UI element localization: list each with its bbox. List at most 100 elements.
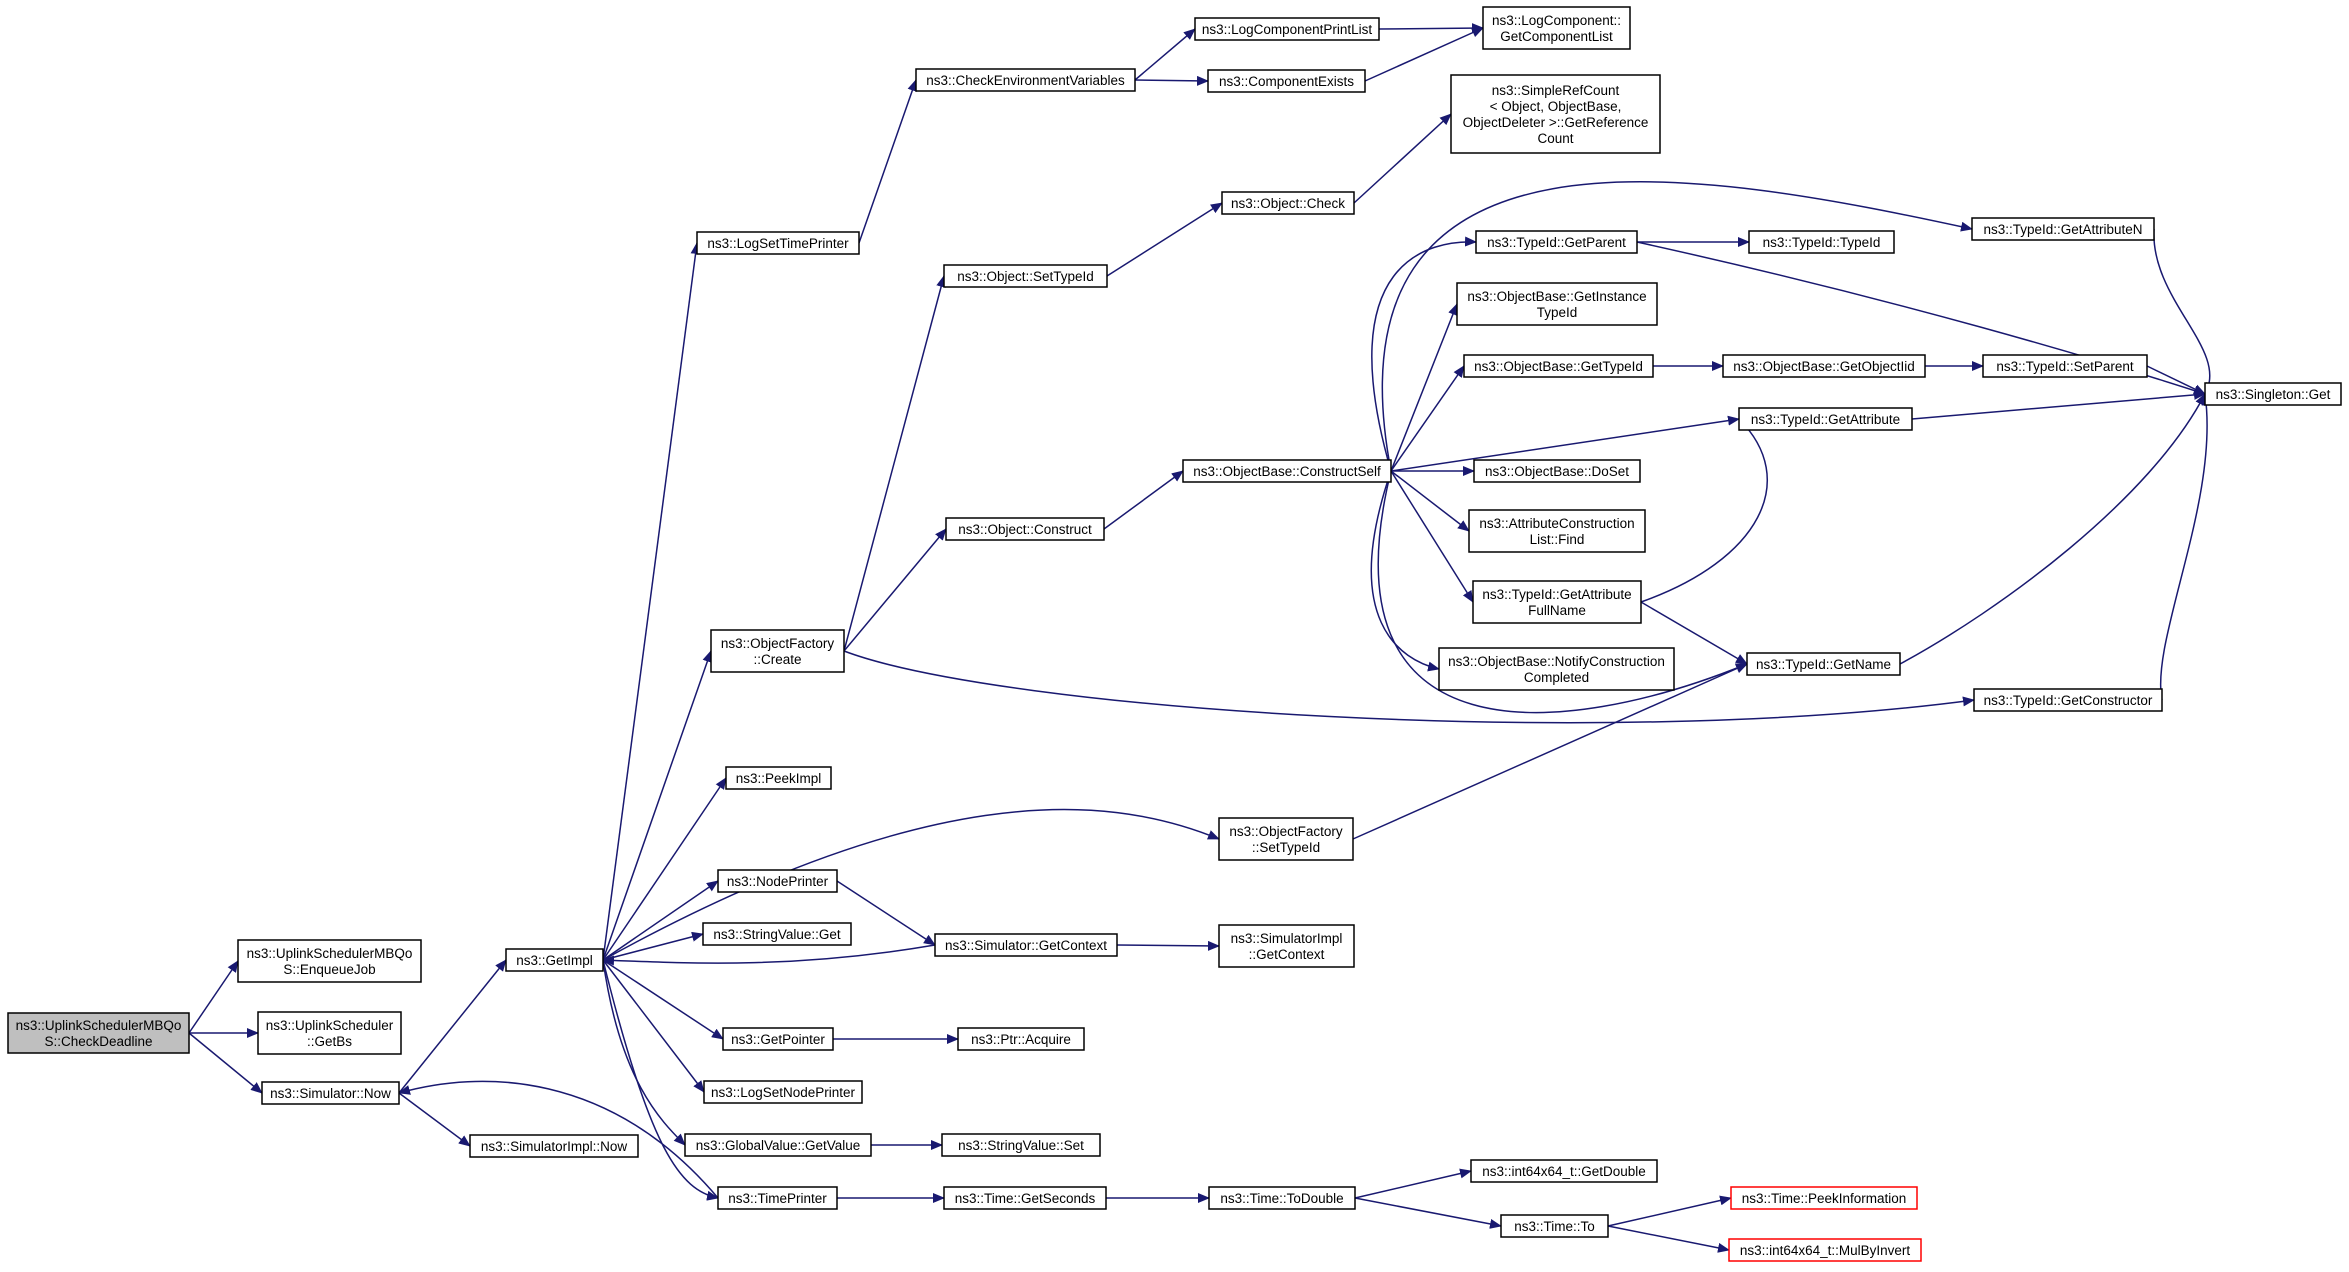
node-logsettime[interactable]: ns3::LogSetTimePrinter (696, 231, 860, 255)
node-box (1728, 1238, 1922, 1262)
node-factsettypeid[interactable]: ns3::ObjectFactory::SetTypeId (1218, 817, 1354, 861)
node-label-line: ns3::Time::To (1514, 1219, 1595, 1234)
node-getattrn[interactable]: ns3::TypeId::GetAttributeN (1971, 217, 2155, 241)
node-getcomplist[interactable]: ns3::LogComponent::GetComponentList (1482, 6, 1631, 50)
node-getconstructor[interactable]: ns3::TypeId::GetConstructor (1973, 688, 2163, 712)
node-box (717, 1186, 838, 1210)
node-notify[interactable]: ns3::ObjectBase::NotifyConstructionCompl… (1438, 647, 1675, 691)
node-getobjectiid[interactable]: ns3::ObjectBase::GetObjectIid (1722, 354, 1926, 378)
node-label-line: ns3::GlobalValue::GetValue (696, 1138, 861, 1153)
edge-arrow (602, 959, 719, 1201)
edge-arrow (1390, 470, 1470, 532)
node-gvgetvalue[interactable]: ns3::GlobalValue::GetValue (684, 1133, 872, 1157)
edge-todouble-to-int64getdouble (1354, 1168, 1472, 1199)
node-label-line: FullName (1528, 603, 1586, 618)
edge-arrow (1607, 1195, 1732, 1227)
edge-arrow (602, 777, 727, 961)
node-box (1748, 230, 1895, 254)
edge-factcreate-to-objsettypeid (843, 275, 946, 652)
node-setparent[interactable]: ns3::TypeId::SetParent (1982, 354, 2148, 378)
node-timeprinter[interactable]: ns3::TimePrinter (717, 1186, 838, 1210)
node-int64getdouble[interactable]: ns3::int64x64_t::GetDouble (1470, 1159, 1658, 1183)
edge-getimpl-to-peekimpl (602, 777, 727, 961)
node-label-line: ns3::int64x64_t::MulByInvert (1740, 1243, 1911, 1258)
edge-arrow (2153, 228, 2215, 395)
node-timeto[interactable]: ns3::Time::To (1500, 1214, 1609, 1238)
edge-arrow (188, 1032, 263, 1094)
node-getparent[interactable]: ns3::TypeId::GetParent (1475, 230, 1638, 254)
node-singleton[interactable]: ns3::Singleton::Get (2204, 382, 2342, 406)
node-label-line: ns3::Time::PeekInformation (1742, 1191, 1907, 1206)
node-strset[interactable]: ns3::StringValue::Set (941, 1133, 1101, 1157)
node-getattr[interactable]: ns3::TypeId::GetAttribute (1738, 407, 1913, 431)
node-nodeprinter[interactable]: ns3::NodePrinter (717, 869, 838, 893)
node-label-line: < Object, ObjectBase, (1490, 99, 1622, 114)
node-peekinfo[interactable]: ns3::Time::PeekInformation (1730, 1186, 1918, 1210)
node-doset[interactable]: ns3::ObjectBase::DoSet (1473, 459, 1641, 483)
node-logprintlist[interactable]: ns3::LogComponentPrintList (1194, 17, 1380, 41)
node-simimplnow[interactable]: ns3::SimulatorImpl::Now (469, 1134, 639, 1158)
node-objcheck[interactable]: ns3::Object::Check (1221, 191, 1355, 215)
node-getseconds[interactable]: ns3::Time::GetSeconds (943, 1186, 1107, 1210)
node-strget[interactable]: ns3::StringValue::Get (702, 922, 852, 946)
node-gettypeid[interactable]: ns3::ObjectBase::GetTypeId (1463, 354, 1654, 378)
edge-checkenv-to-logprintlist (1134, 28, 1196, 81)
edge-arrow (1607, 1225, 1730, 1253)
node-label-line: ns3::TypeId::GetConstructor (1984, 693, 2153, 708)
node-box (1207, 69, 1366, 93)
node-objconstruct[interactable]: ns3::Object::Construct (945, 517, 1105, 541)
node-simgetctx[interactable]: ns3::Simulator::GetContext (934, 933, 1118, 957)
edge-compexists-to-getcomplist (1364, 27, 1484, 82)
edge-arrow (602, 944, 936, 966)
edge-constructself-to-getname (1377, 470, 1748, 714)
edge-simnow-to-getimpl (398, 959, 507, 1094)
node-getbs[interactable]: ns3::UplinkScheduler::GetBs (257, 1011, 402, 1055)
node-todouble[interactable]: ns3::Time::ToDouble (1208, 1186, 1356, 1210)
node-getpointer[interactable]: ns3::GetPointer (722, 1027, 834, 1051)
node-checkenv[interactable]: ns3::CheckEnvironmentVariables (915, 68, 1136, 92)
edge-arrow (1106, 202, 1223, 277)
node-simplerefcount[interactable]: ns3::SimpleRefCount< Object, ObjectBase,… (1450, 74, 1661, 154)
node-label-line: ::Create (753, 652, 801, 667)
node-logsetnode[interactable]: ns3::LogSetNodePrinter (703, 1080, 863, 1104)
node-constructself[interactable]: ns3::ObjectBase::ConstructSelf (1182, 459, 1392, 483)
node-label-line: ns3::TypeId::GetParent (1487, 235, 1626, 250)
edge-arrow (1640, 601, 1748, 665)
node-label-line: ns3::ObjectBase::NotifyConstruction (1448, 654, 1665, 669)
node-label-line: ns3::TypeId::SetParent (1996, 359, 2134, 374)
node-getimpl[interactable]: ns3::GetImpl (505, 948, 604, 972)
node-label-line: ::SetTypeId (1252, 840, 1320, 855)
node-box (1482, 6, 1631, 50)
edge-arrow (1134, 75, 1209, 86)
node-label-line: ns3::UplinkScheduler (266, 1018, 394, 1033)
node-ptracquire[interactable]: ns3::Ptr::Acquire (957, 1027, 1085, 1051)
node-box (1208, 1186, 1356, 1210)
edge-getimpl-to-logsettime (602, 242, 701, 961)
node-compexists[interactable]: ns3::ComponentExists (1207, 69, 1366, 93)
edge-arrow (1390, 365, 1465, 472)
edge-arrow (858, 79, 918, 244)
node-objsettypeid[interactable]: ns3::Object::SetTypeId (943, 264, 1108, 288)
edge-arrow (843, 275, 946, 652)
node-label-line: ns3::ObjectFactory (721, 636, 835, 651)
node-mulbyinvert[interactable]: ns3::int64x64_t::MulByInvert (1728, 1238, 1922, 1262)
edge-timeto-to-mulbyinvert (1607, 1225, 1730, 1253)
edge-arrow (2159, 393, 2212, 701)
node-box (710, 629, 845, 673)
node-simnow[interactable]: ns3::Simulator::Now (261, 1081, 400, 1105)
node-simimplctx[interactable]: ns3::SimulatorImpl::GetContext (1218, 924, 1355, 968)
node-peekimpl[interactable]: ns3::PeekImpl (725, 766, 832, 790)
edge-arrow (1390, 303, 1458, 472)
edge-arrow (836, 880, 936, 946)
node-getname[interactable]: ns3::TypeId::GetName (1746, 652, 1901, 676)
edge-nodeprinter-to-simgetctx (836, 880, 936, 946)
node-label-line: List::Find (1530, 532, 1585, 547)
node-label-line: S::CheckDeadline (44, 1034, 152, 1049)
node-typeid[interactable]: ns3::TypeId::TypeId (1748, 230, 1895, 254)
node-factcreate[interactable]: ns3::ObjectFactory::Create (710, 629, 845, 673)
